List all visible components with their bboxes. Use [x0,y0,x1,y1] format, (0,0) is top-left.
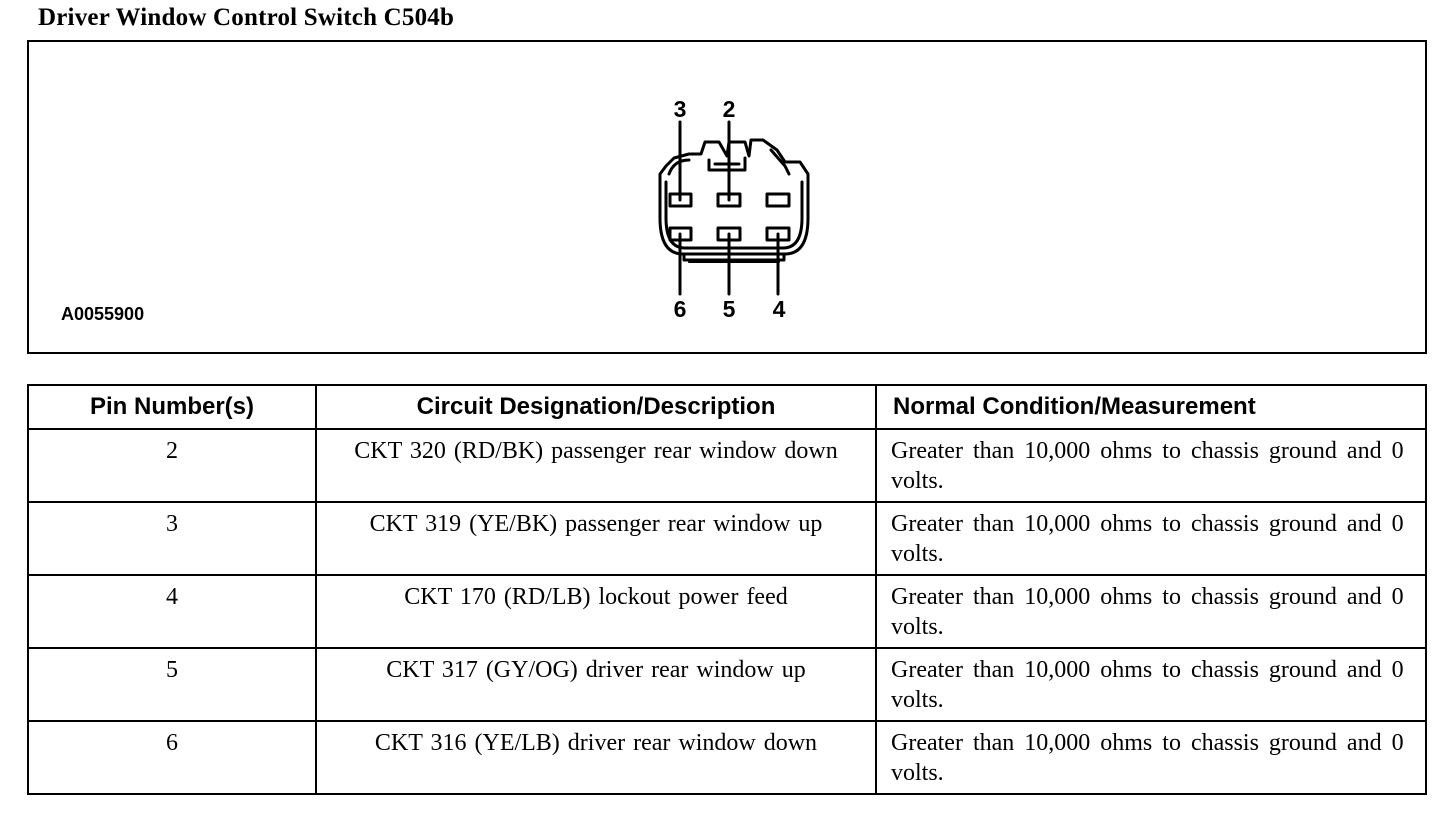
pin-label-6: 6 [674,296,687,322]
cell-pin: 6 [27,720,317,795]
cell-circuit: CKT 316 (YE/LB) driver rear window down [315,720,877,795]
cell-circuit: CKT 320 (RD/BK) passenger rear window do… [315,428,877,503]
table-row: 6 CKT 316 (YE/LB) driver rear window dow… [27,720,1427,795]
cell-condition: Greater than 10,000 ohms to chassis grou… [875,501,1427,576]
pin-label-2: 2 [723,96,736,122]
cell-pin: 5 [27,647,317,722]
pin-label-3: 3 [674,96,687,122]
table-row: 5 CKT 317 (GY/OG) driver rear window up … [27,647,1427,722]
cell-pin: 3 [27,501,317,576]
header-condition: Normal Condition/Measurement [875,384,1427,430]
page-title: Driver Window Control Switch C504b [38,4,455,31]
pin-label-5: 5 [723,296,736,322]
cell-condition: Greater than 10,000 ohms to chassis grou… [875,720,1427,795]
header-circuit: Circuit Designation/Description [315,384,877,430]
cell-condition: Greater than 10,000 ohms to chassis grou… [875,647,1427,722]
table-header-row: Pin Number(s) Circuit Designation/Descri… [27,384,1427,430]
cell-pin: 4 [27,574,317,649]
pin-table: Pin Number(s) Circuit Designation/Descri… [27,384,1427,795]
figure-id: A0055900 [61,304,145,324]
cell-pin: 2 [27,428,317,503]
cell-condition: Greater than 10,000 ohms to chassis grou… [875,574,1427,649]
table-row: 4 CKT 170 (RD/LB) lockout power feed Gre… [27,574,1427,649]
connector-diagram: 3 2 6 5 4 [658,96,810,322]
pin-label-4: 4 [773,296,786,322]
header-pin-number: Pin Number(s) [27,384,317,430]
cell-circuit: CKT 170 (RD/LB) lockout power feed [315,574,877,649]
cell-circuit: CKT 317 (GY/OG) driver rear window up [315,647,877,722]
cell-condition: Greater than 10,000 ohms to chassis grou… [875,428,1427,503]
connector-housing [658,138,810,256]
connector-figure: 3 2 6 5 4 A0055900 [27,40,1427,354]
cell-circuit: CKT 319 (YE/BK) passenger rear window up [315,501,877,576]
table-row: 2 CKT 320 (RD/BK) passenger rear window … [27,428,1427,503]
pin-cavity-unused [765,192,791,208]
table-row: 3 CKT 319 (YE/BK) passenger rear window … [27,501,1427,576]
